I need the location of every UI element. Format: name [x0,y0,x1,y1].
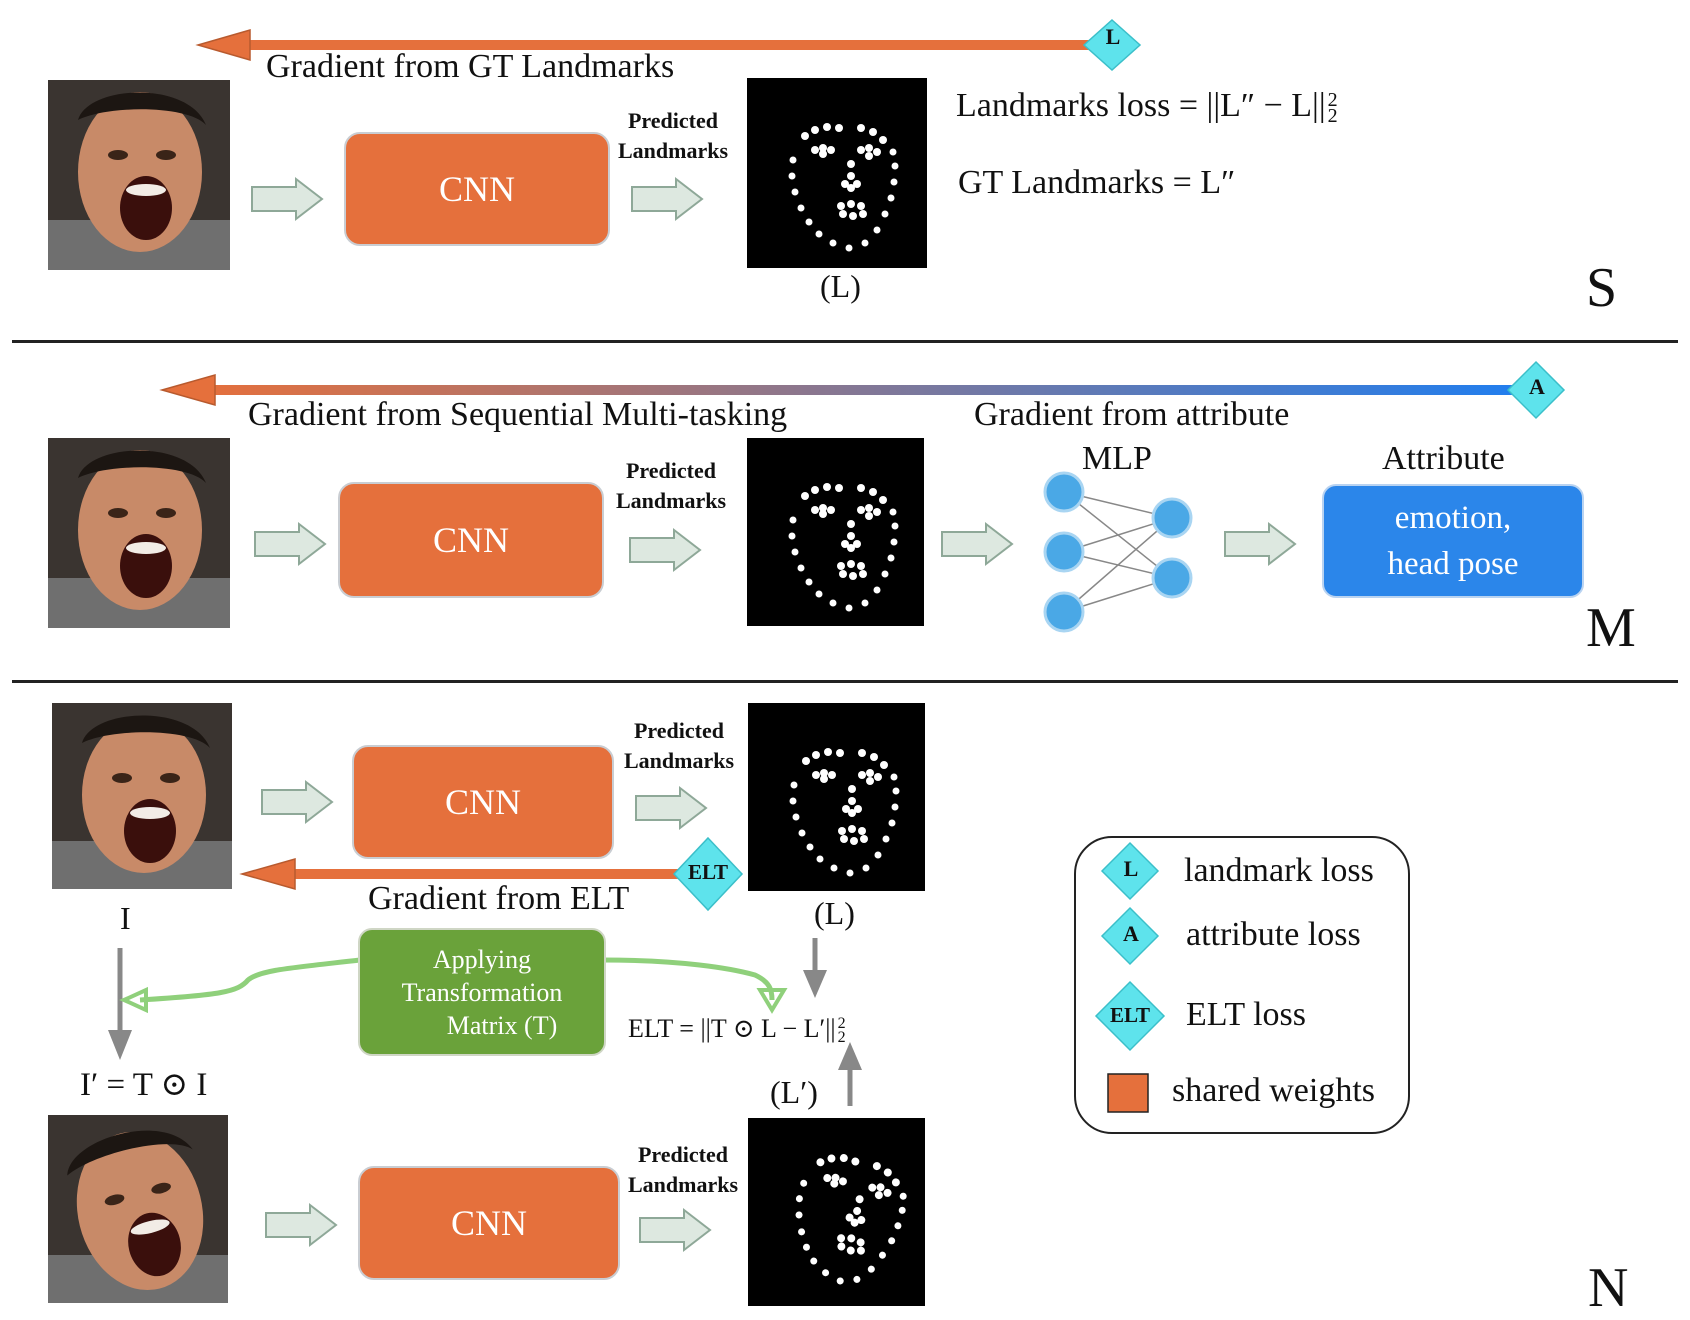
cnn-block-m: CNN [338,482,604,598]
gradient-attribute-label: Gradient from attribute [974,396,1290,433]
gt-landmarks-formula: GT Landmarks = L″ [958,164,1236,201]
gradient-label-elt: Gradient from ELT [368,880,630,917]
legend-box [1074,836,1410,1134]
mlp-network [1043,471,1193,633]
output-label-s: (L) [820,268,861,304]
attribute-box: emotion,head pose [1322,484,1584,598]
section-letter-n: N [1588,1257,1629,1319]
transform-matrix-box: Applying Transformation Matrix (T) [358,928,606,1056]
face-image-m [48,438,230,628]
cnn-block-n-top: CNN [352,745,614,859]
legend-label-attribute-loss: attribute loss [1186,916,1361,953]
badge-a-mid [1506,360,1566,420]
badge-a-text: A [1529,374,1545,399]
cnn-block-n-bottom: CNN [358,1166,620,1280]
legend-label-landmark-loss: landmark loss [1184,852,1374,889]
gradient-label-s: Gradient from GT Landmarks [266,48,675,85]
legend-badge-elt [1094,980,1166,1052]
legend-swatch-shared-weights [1107,1073,1149,1113]
legend-badge-a [1100,906,1160,966]
transformed-input-formula: I′ = T ⊙ I [80,1067,208,1103]
face-image-n-top [52,703,232,889]
badge-l-text: L [1105,24,1121,49]
badge-l-top [1082,18,1142,72]
section-divider-2 [12,680,1678,683]
landmark-plot-s [747,78,927,268]
landmark-plot-m [747,438,924,626]
badge-elt-text: ELT [687,860,729,884]
legend-label-elt-loss: ELT loss [1186,996,1306,1033]
legend-badge-elt-text: ELT [1109,1003,1151,1027]
legend-badge-l-text: L [1123,856,1139,881]
legend-label-shared-weights: shared weights [1172,1072,1376,1109]
badge-elt [672,836,744,912]
face-image-n-bottom [48,1115,228,1303]
section-letter-m: M [1586,597,1636,659]
mlp-label: MLP [1082,440,1152,477]
output-label-n: (L) [814,895,855,931]
section-letter-s: S [1586,257,1618,319]
section-divider-1 [12,340,1678,343]
landmark-plot-n-top [748,703,925,891]
input-label-i: I [120,900,131,936]
landmark-plot-n-bottom [748,1118,925,1306]
transformed-output-label: (L′) [770,1074,818,1110]
attribute-title: Attribute [1382,440,1505,477]
gradient-label-m: Gradient from Sequential Multi-tasking [248,396,788,433]
legend-badge-a-text: A [1123,921,1139,946]
cnn-block-s: CNN [344,132,610,246]
face-image-s [48,80,230,270]
